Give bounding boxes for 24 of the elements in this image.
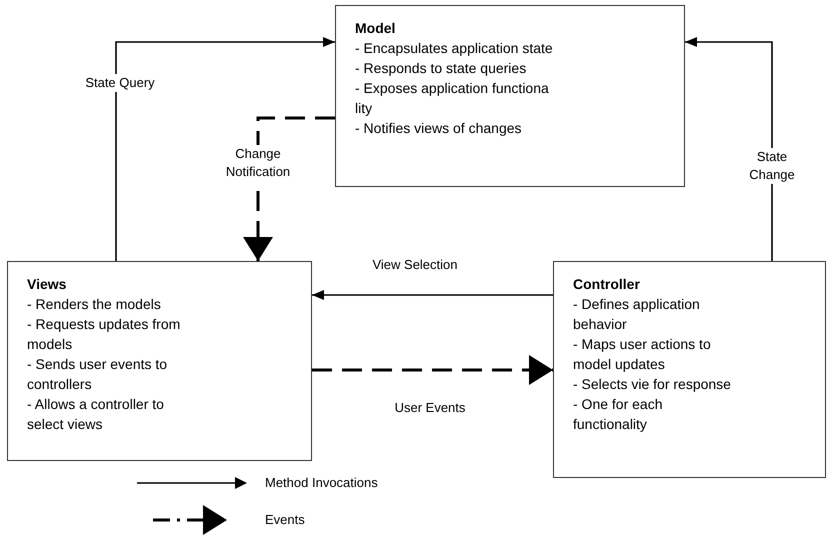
legend-label: Events xyxy=(265,511,305,529)
component-box xyxy=(553,261,826,478)
bullet-text: - Selects vie for response xyxy=(573,375,732,394)
bullet-text: - Notifies views of changes xyxy=(355,119,523,138)
component-box xyxy=(335,5,685,187)
bullet-text: - Allows a controller to select views xyxy=(27,395,165,434)
legend-label: Method Invocations xyxy=(265,474,378,492)
bullet-text: - Maps user actions to model updates xyxy=(573,335,712,374)
bullet-text: - Encapsulates application state xyxy=(355,39,554,58)
box-heading: Views xyxy=(27,275,68,294)
bullet-text: - Renders the models xyxy=(27,295,162,314)
bullet-text: - Sends user events to controllers xyxy=(27,355,168,394)
bullet-text: - Exposes application functiona lity xyxy=(355,79,550,118)
box-heading: Controller xyxy=(573,275,641,294)
dashed-arrow xyxy=(312,355,553,385)
bullet-text: - Defines application behavior xyxy=(573,295,701,334)
component-box xyxy=(7,261,312,461)
arrow xyxy=(685,37,773,261)
arrow xyxy=(115,37,335,261)
bullet-text: - Requests updates from models xyxy=(27,315,182,354)
bullet-text: - Responds to state queries xyxy=(355,59,528,78)
bullet-text: - One for each functionality xyxy=(573,395,664,434)
box-heading: Model xyxy=(355,19,396,38)
arrow xyxy=(312,290,553,300)
